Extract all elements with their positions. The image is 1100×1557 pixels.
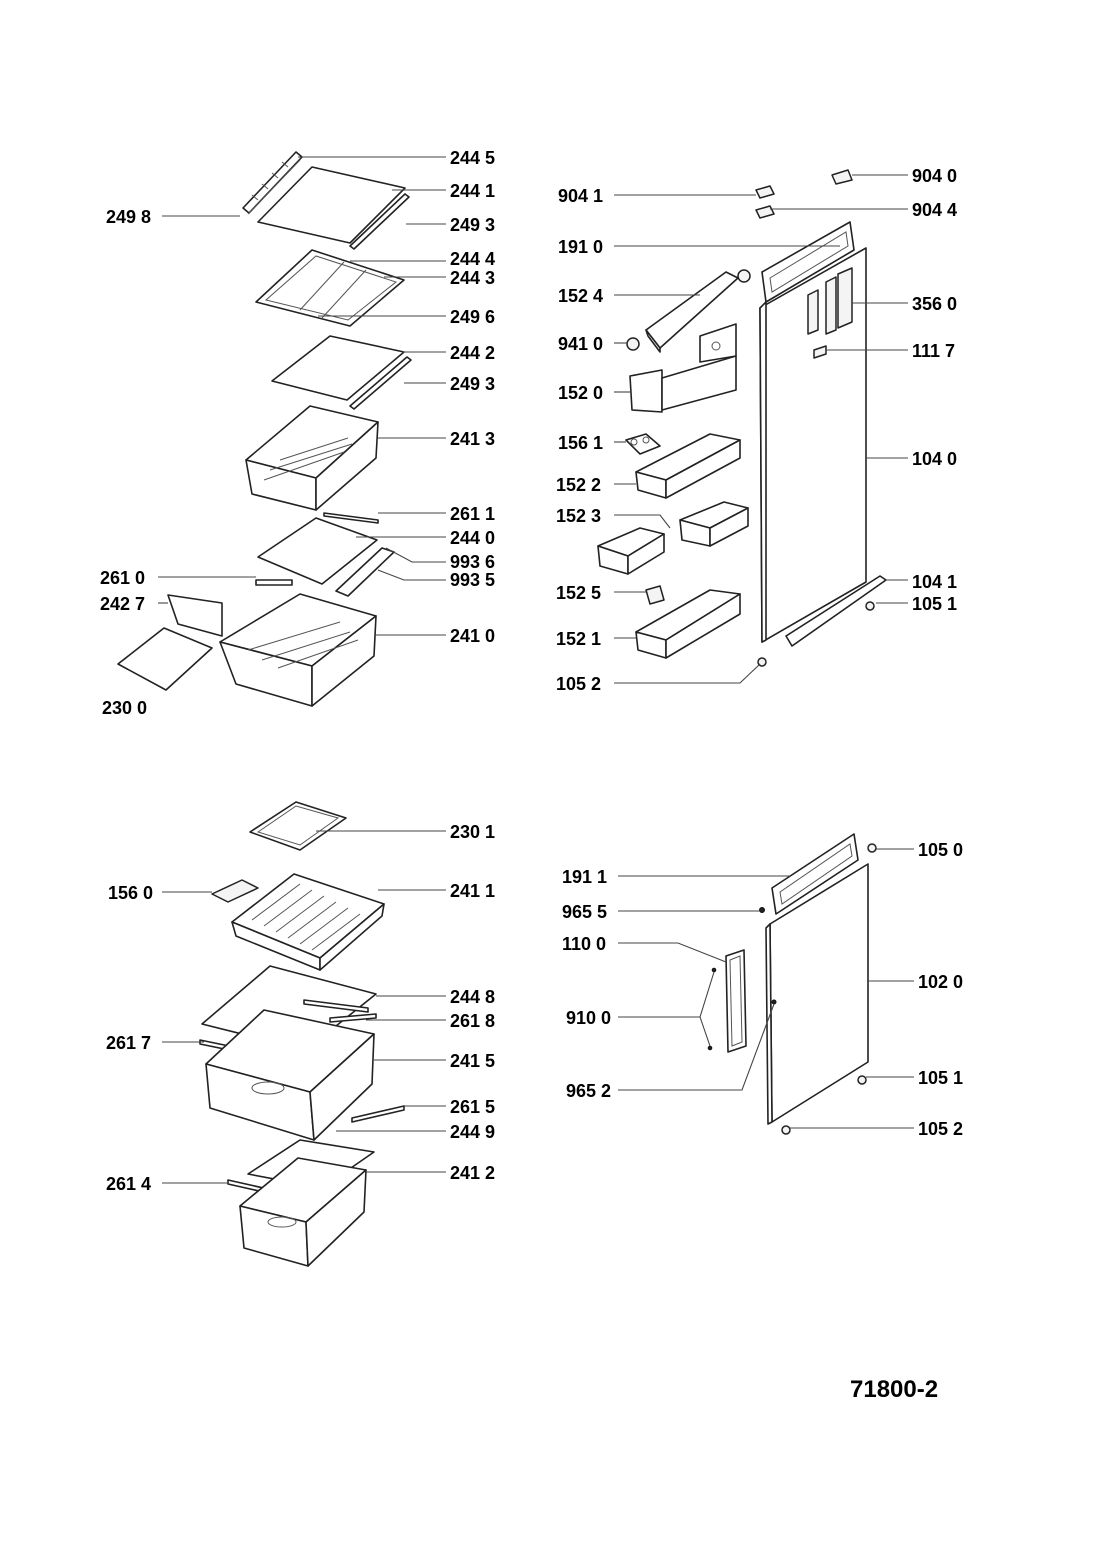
callout-label: 241 0 bbox=[450, 626, 495, 646]
callout-label: 261 4 bbox=[106, 1174, 151, 1194]
leader-lines bbox=[158, 156, 914, 1184]
callout-label: 152 0 bbox=[558, 383, 603, 403]
callout-label: 242 7 bbox=[100, 594, 145, 614]
callout-label: 191 0 bbox=[558, 237, 603, 257]
callout-label: 152 2 bbox=[556, 475, 601, 495]
freezer-door-drawing bbox=[707, 833, 877, 1135]
callout-label: 230 0 bbox=[102, 698, 147, 718]
callout-label: 241 1 bbox=[450, 881, 495, 901]
callout-label: 244 8 bbox=[450, 987, 495, 1007]
document-number: 71800-2 bbox=[850, 1376, 939, 1403]
fridge-door-drawing bbox=[597, 169, 887, 667]
callout-label: 152 1 bbox=[556, 629, 601, 649]
callout-label: 111 7 bbox=[912, 341, 955, 361]
callout-labels: 244 5 244 1 249 8 249 3 244 4 244 3 249 … bbox=[100, 148, 963, 1194]
callout-label: 965 2 bbox=[566, 1081, 611, 1101]
callout-label: 105 2 bbox=[918, 1119, 963, 1139]
callout-label: 904 4 bbox=[912, 200, 957, 220]
callout-label: 261 7 bbox=[106, 1033, 151, 1053]
callout-label: 244 3 bbox=[450, 268, 495, 288]
callout-label: 105 1 bbox=[918, 1068, 963, 1088]
callout-label: 241 5 bbox=[450, 1051, 495, 1071]
callout-label: 152 5 bbox=[556, 583, 601, 603]
callout-label: 261 0 bbox=[100, 568, 145, 588]
callout-label: 105 0 bbox=[918, 840, 963, 860]
callout-label: 241 2 bbox=[450, 1163, 495, 1183]
callout-label: 249 6 bbox=[450, 307, 495, 327]
callout-label: 105 2 bbox=[556, 674, 601, 694]
callout-label: 241 3 bbox=[450, 429, 495, 449]
callout-label: 261 5 bbox=[450, 1097, 495, 1117]
callout-label: 261 8 bbox=[450, 1011, 495, 1031]
callout-label: 104 1 bbox=[912, 572, 957, 592]
callout-label: 152 4 bbox=[558, 286, 603, 306]
callout-label: 261 1 bbox=[450, 504, 495, 524]
callout-label: 244 9 bbox=[450, 1122, 495, 1142]
callout-label: 244 2 bbox=[450, 343, 495, 363]
callout-label: 156 1 bbox=[558, 433, 603, 453]
callout-label: 152 3 bbox=[556, 506, 601, 526]
callout-label: 249 3 bbox=[450, 374, 495, 394]
fridge-shelf-assembly-drawing bbox=[117, 151, 412, 707]
callout-label: 904 1 bbox=[558, 186, 603, 206]
callout-label: 191 1 bbox=[562, 867, 607, 887]
callout-label: 244 1 bbox=[450, 181, 495, 201]
callout-label: 249 3 bbox=[450, 215, 495, 235]
callout-label: 356 0 bbox=[912, 294, 957, 314]
callout-label: 904 0 bbox=[912, 166, 957, 186]
callout-label: 230 1 bbox=[450, 822, 495, 842]
callout-label: 102 0 bbox=[918, 972, 963, 992]
callout-label: 105 1 bbox=[912, 594, 957, 614]
callout-label: 965 5 bbox=[562, 902, 607, 922]
freezer-drawer-assembly-drawing bbox=[199, 801, 405, 1267]
callout-label: 110 0 bbox=[562, 934, 606, 954]
callout-label: 941 0 bbox=[558, 334, 603, 354]
callout-label: 244 0 bbox=[450, 528, 495, 548]
callout-label: 993 5 bbox=[450, 570, 495, 590]
callout-label: 244 4 bbox=[450, 249, 495, 269]
callout-label: 993 6 bbox=[450, 552, 495, 572]
callout-label: 910 0 bbox=[566, 1008, 611, 1028]
callout-label: 156 0 bbox=[108, 883, 153, 903]
callout-label: 104 0 bbox=[912, 449, 957, 469]
callout-label: 249 8 bbox=[106, 207, 151, 227]
callout-label: 244 5 bbox=[450, 148, 495, 168]
